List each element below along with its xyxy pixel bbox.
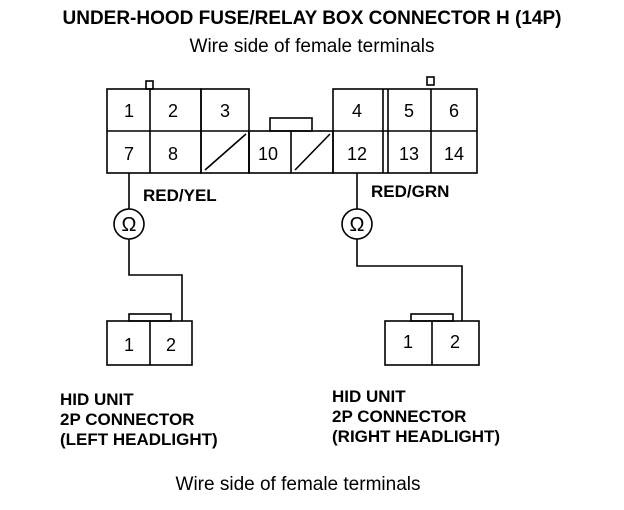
right-hid-line1: HID UNIT: [332, 387, 406, 406]
right-wire-color-label: RED/GRN: [371, 182, 449, 201]
footer-caption: Wire side of female terminals: [175, 474, 421, 495]
pin-13-label: 13: [399, 144, 419, 164]
pin-8-label: 8: [168, 144, 178, 164]
left-hid-line3: (LEFT HEADLIGHT): [60, 430, 218, 449]
pin-4-label: 4: [352, 101, 362, 121]
left-wire-color-label: RED/YEL: [143, 186, 217, 205]
pin-7-label: 7: [124, 144, 134, 164]
connector-h-left-tab: [145, 80, 154, 90]
pin-1-label: 1: [124, 101, 134, 121]
left-hid-line2: 2P CONNECTOR: [60, 410, 195, 429]
pin-5-label: 5: [404, 101, 414, 121]
pin-14-label: 14: [444, 144, 464, 164]
right-2p-pin-2-label: 2: [450, 332, 460, 352]
right-hid-line3: (RIGHT HEADLIGHT): [332, 427, 501, 446]
connector-h-center-key: [269, 117, 313, 132]
right-hid-unit-label: HID UNIT 2P CONNECTOR (RIGHT HEADLIGHT): [332, 387, 500, 447]
diagram-subtitle: Wire side of female terminals: [189, 36, 435, 57]
pin-3-label: 3: [220, 101, 230, 121]
diagram-title: UNDER-HOOD FUSE/RELAY BOX CONNECTOR H (1…: [62, 8, 562, 29]
pin-2-label: 2: [168, 101, 178, 121]
pin-6-label: 6: [449, 101, 459, 121]
pin-10-label: 10: [258, 144, 278, 164]
right-2p-pin-1-label: 1: [403, 332, 413, 352]
right-probe-wire-bottom: [356, 239, 463, 321]
connector-h-right-tab: [426, 76, 435, 86]
left-hid-line1: HID UNIT: [60, 390, 134, 409]
left-ohm-symbol: Ω: [122, 214, 137, 236]
left-2p-pin-1-label: 1: [124, 335, 134, 355]
right-hid-line2: 2P CONNECTOR: [332, 407, 467, 426]
left-hid-unit-label: HID UNIT 2P CONNECTOR (LEFT HEADLIGHT): [60, 390, 218, 450]
right-2p-tab: [410, 313, 454, 322]
left-2p-tab: [128, 313, 172, 322]
left-2p-pin-2-label: 2: [166, 335, 176, 355]
pin-12-label: 12: [347, 144, 367, 164]
left-probe-wire-bottom: [128, 239, 183, 321]
right-ohm-symbol: Ω: [350, 214, 365, 236]
